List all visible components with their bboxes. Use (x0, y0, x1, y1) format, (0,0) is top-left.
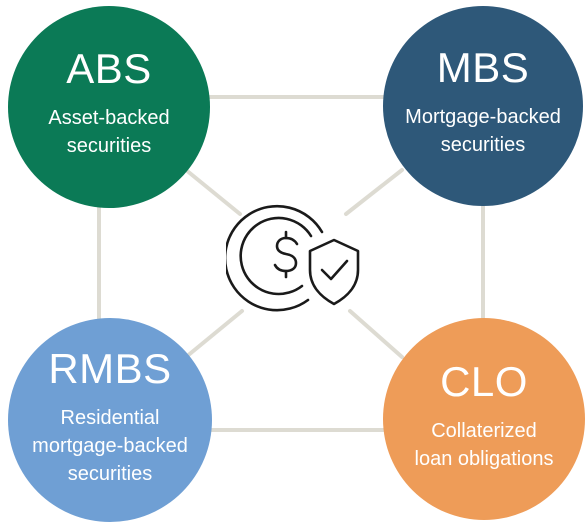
connector-diag-tr (344, 168, 404, 216)
node-mbs-desc: Mortgage-backed securities (405, 106, 561, 156)
node-clo: CLO Collaterized loan obligations (383, 318, 585, 520)
node-rmbs-desc: Residential mortgage-backed securities (32, 407, 188, 485)
node-rmbs-abbr: RMBS (48, 345, 172, 392)
node-abs-abbr: ABS (66, 45, 152, 92)
dollar-sign (273, 236, 299, 273)
node-clo-desc: Collaterized loan obligations (414, 420, 554, 470)
coin-inner-ring (239, 216, 313, 296)
dollar-coin-shield-check-icon (226, 204, 360, 312)
shield (308, 238, 360, 306)
node-abs-desc: Asset-backed securities (48, 107, 170, 157)
node-abs: ABS Asset-backed securities (8, 6, 210, 208)
node-rmbs: RMBS Residential mortgage-backed securit… (8, 318, 212, 522)
check-mark (320, 259, 349, 281)
node-clo-abbr: CLO (440, 358, 528, 405)
connector-diag-bl (184, 309, 244, 359)
node-mbs-abbr: MBS (436, 44, 530, 91)
coin-outer-ring (226, 204, 324, 312)
connector-diag-tl (184, 168, 242, 216)
connector-diag-br (348, 309, 404, 359)
node-mbs: MBS Mortgage-backed securities (383, 6, 583, 206)
